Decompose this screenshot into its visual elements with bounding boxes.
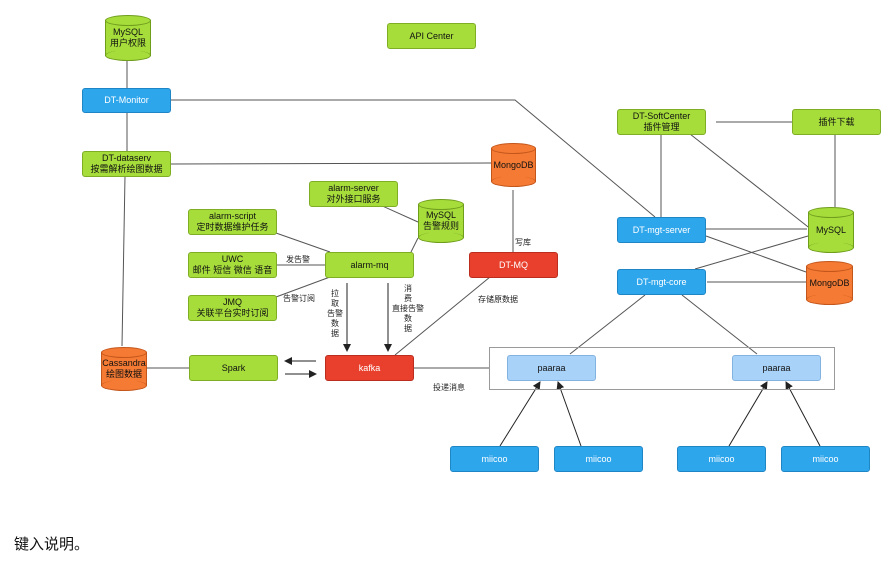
edge-miicoo1-paaraa: [499, 381, 541, 447]
edge-label-write-db: 写库: [515, 238, 531, 247]
kafka-node: kafka: [325, 355, 414, 381]
cassandra-db: Cassandra 绘图数据: [101, 347, 147, 391]
node-label: Spark: [221, 362, 246, 373]
edge-label-line: 费: [404, 294, 412, 303]
node-sublabel: 告警规则: [422, 221, 459, 231]
node-label: DT-SoftCenter: [632, 111, 691, 121]
node-label: paaraa: [537, 362, 566, 373]
alarm-server-node: alarm-server 对外接口服务: [309, 181, 398, 207]
edge-label-line: 数: [404, 314, 412, 323]
node-label: MySQL: [815, 224, 846, 235]
node-label: miicoo: [708, 453, 735, 464]
spark-node: Spark: [189, 355, 278, 381]
edge-label-consume: 消 费 直接告警 数 据: [388, 284, 428, 334]
node-label: miicoo: [812, 453, 839, 464]
node-label: MySQL: [425, 210, 456, 220]
edge-label-send-alarm: 发告警: [286, 255, 310, 264]
node-sublabel: 用户权限: [109, 38, 146, 48]
edge-miicoo4-paaraa: [785, 381, 821, 447]
node-label: kafka: [358, 362, 381, 373]
dt-monitor-node: DT-Monitor: [82, 88, 171, 113]
edge-alarmmq-mysqlrules: [410, 237, 419, 253]
dt-mq-node: DT-MQ: [469, 252, 558, 278]
node-label: Cassandra: [102, 358, 146, 368]
edge-alarmscript-alarmmq: [275, 232, 331, 253]
edge-label-deliver-msg: 投递消息: [433, 383, 465, 392]
miicoo-node-4: miicoo: [781, 446, 870, 472]
node-label: DT-MQ: [499, 259, 528, 270]
figure-caption[interactable]: 键入说明。: [14, 535, 90, 553]
edge-mgtcore-paaraaleft: [569, 294, 646, 355]
node-label: UWC: [221, 254, 244, 264]
edge-mgtserver-mongodbright: [705, 235, 807, 273]
alarm-script-node: alarm-script 定时数据维护任务: [188, 209, 277, 235]
edge-label-line: 拉: [331, 289, 339, 298]
mysql-user-permission-db: MySQL 用户权限: [105, 15, 151, 61]
edge-label-alarm-subscribe: 告警订阅: [283, 294, 315, 303]
jmq-node: JMQ 关联平台实时订阅: [188, 295, 277, 321]
edge-dataserv-cassandra: [121, 175, 126, 347]
plugin-download-node: 插件下载: [792, 109, 881, 135]
edge-dataserv-mongodb: [170, 162, 492, 165]
paaraa-right-node: paaraa: [732, 355, 821, 381]
node-label: MongoDB: [809, 277, 850, 288]
node-label: JMQ: [223, 297, 242, 307]
mysql-alarm-rules-db: MySQL 告警规则: [418, 199, 464, 243]
edge-mgtcore-paaraaright: [681, 294, 758, 355]
mongodb-right-db: MongoDB: [806, 261, 853, 305]
edge-label-pull-alarm: 拉 取 告警 数 据: [325, 289, 345, 339]
node-label: DT-mgt-server: [632, 224, 691, 235]
node-label: DT-Monitor: [104, 95, 149, 105]
dt-mgt-core-node: DT-mgt-core: [617, 269, 706, 295]
dt-dataserv-node: DT-dataserv 按需解析绘图数据: [82, 151, 171, 177]
node-sublabel: 定时数据维护任务: [196, 222, 269, 232]
alarm-mq-node: alarm-mq: [325, 252, 414, 278]
edge-label-line: 直接告警: [392, 304, 424, 313]
edge-miicoo3-paaraa: [728, 381, 768, 447]
node-sublabel: 对外接口服务: [326, 194, 381, 204]
miicoo-node-1: miicoo: [450, 446, 539, 472]
edge-label-line: 据: [331, 329, 339, 338]
edge-label-line: 消: [404, 284, 412, 293]
edge-monitor-mgtserver: [171, 99, 656, 218]
mysql-right-db: MySQL: [808, 207, 854, 253]
node-sublabel: 关联平台实时订阅: [196, 308, 269, 318]
paaraa-left-node: paaraa: [507, 355, 596, 381]
edge-label-line: 取: [331, 299, 339, 308]
node-label: alarm-mq: [350, 259, 389, 270]
node-label: DT-dataserv: [101, 153, 152, 163]
node-label: DT-mgt-core: [636, 276, 687, 287]
edge-label-line: 数: [331, 319, 339, 328]
node-label: miicoo: [585, 453, 612, 464]
edge-softcenter-mysqlright: [689, 133, 813, 231]
paaraa-group-box: [489, 347, 835, 390]
node-label: MySQL: [112, 27, 143, 37]
node-label: miicoo: [481, 453, 508, 464]
node-label: MongoDB: [493, 159, 534, 170]
node-label: alarm-script: [208, 211, 256, 221]
edge-dtmq-kafka: [394, 276, 491, 356]
edge-miicoo2-paaraa: [556, 381, 582, 447]
edge-label-line: 告警: [327, 309, 343, 318]
uwc-node: UWC 邮件 短信 微信 语音: [188, 252, 277, 278]
node-sublabel: 绘图数据: [105, 369, 142, 379]
node-sublabel: 按需解析绘图数据: [90, 164, 163, 174]
edge-jmq-alarmmq: [275, 276, 331, 298]
api-center-node: API Center: [387, 23, 476, 49]
node-sublabel: 插件管理: [643, 122, 680, 132]
node-label: paaraa: [762, 362, 791, 373]
node-label: 插件下载: [818, 116, 855, 127]
miicoo-node-2: miicoo: [554, 446, 643, 472]
edge-label-store-raw: 存储原数据: [478, 295, 518, 304]
node-label: alarm-server: [328, 183, 379, 193]
edge-label-line: 据: [404, 324, 412, 333]
dt-mgt-server-node: DT-mgt-server: [617, 217, 706, 243]
mongodb-left-db: MongoDB: [491, 143, 536, 187]
dt-softcenter-node: DT-SoftCenter 插件管理: [617, 109, 706, 135]
edge-mgtcore-mysqlright: [694, 235, 809, 270]
node-label: API Center: [409, 30, 454, 41]
node-sublabel: 邮件 短信 微信 语音: [192, 265, 273, 275]
miicoo-node-3: miicoo: [677, 446, 766, 472]
